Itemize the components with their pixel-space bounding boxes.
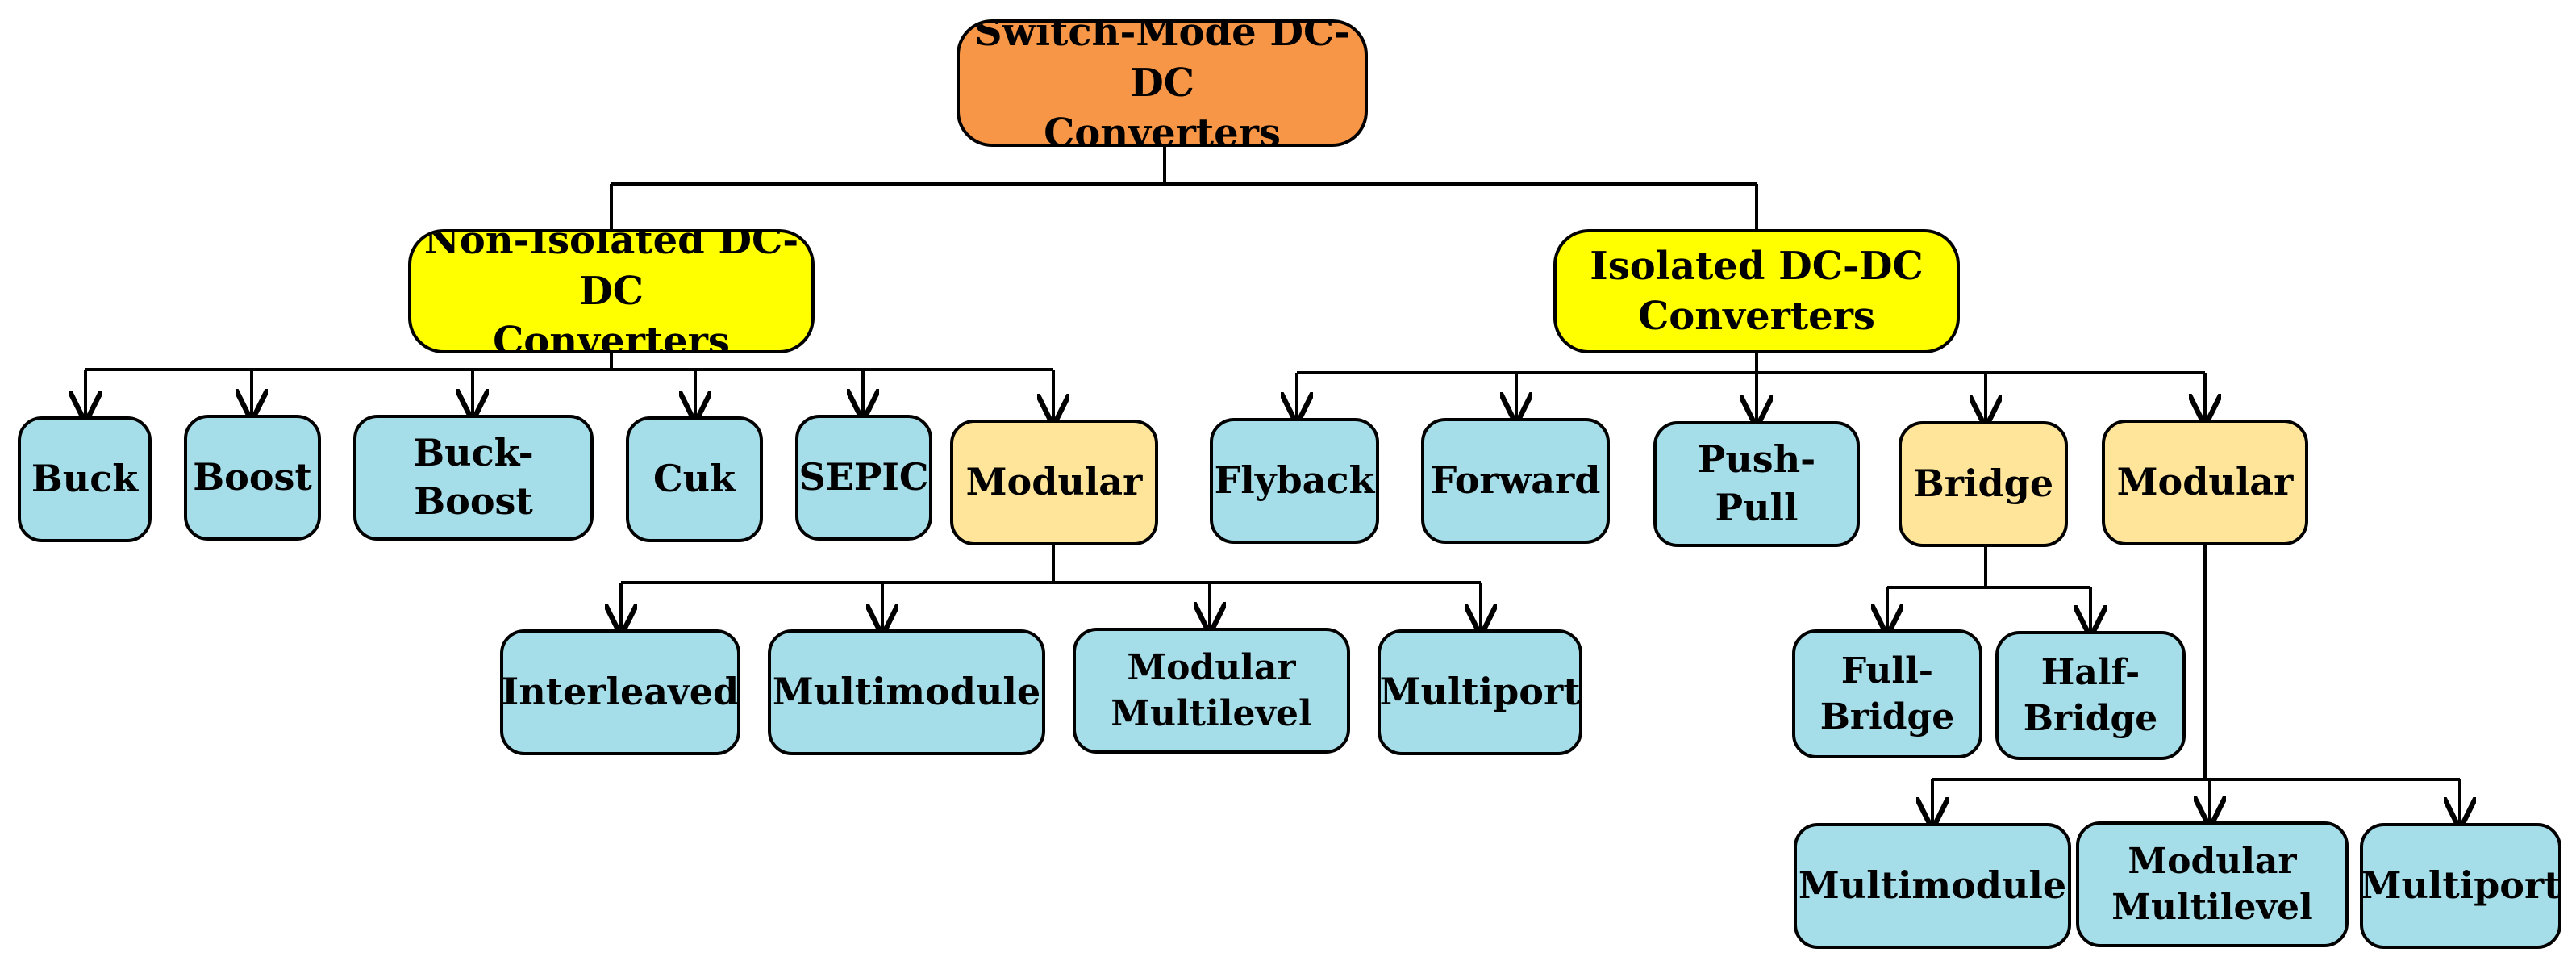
isolated-node: Isolated DC-DC Converters (1553, 229, 1960, 353)
ni-modular-multilevel-node: Modular Multilevel (1073, 628, 1350, 754)
interleaved-node: Interleaved (500, 629, 740, 755)
flyback-node: Flyback (1210, 418, 1379, 544)
isolated-label: Isolated DC-DC Converters (1590, 243, 1924, 339)
ni-multiport-label: Multiport (1379, 670, 1581, 714)
cuk-node: Cuk (626, 416, 763, 542)
ni-multimodule-label: Multimodule (772, 670, 1041, 714)
ni-multiport-node: Multiport (1378, 629, 1582, 755)
buck-boost-node: Buck-Boost (353, 415, 594, 541)
full-bridge-node: Full- Bridge (1792, 629, 1982, 758)
buck-label: Buck (31, 457, 139, 501)
buck-boost-label: Buck-Boost (413, 431, 534, 523)
non-isolated-modular-node: Modular (950, 420, 1158, 545)
root-node: Switch-Mode DC-DC Converters (957, 19, 1368, 147)
flyback-label: Flyback (1214, 458, 1375, 503)
boost-label: Boost (193, 455, 312, 499)
half-bridge-node: Half- Bridge (1995, 631, 2186, 760)
iso-multimodule-node: Multimodule (1794, 823, 2071, 949)
non-isolated-label: Non-Isolated DC-DC Converters (423, 229, 799, 353)
full-bridge-label: Full- Bridge (1819, 650, 1955, 737)
forward-node: Forward (1421, 418, 1610, 544)
sepic-node: SEPIC (795, 415, 932, 541)
push-pull-node: Push-Pull (1653, 421, 1860, 547)
iso-multiport-label: Multiport (2360, 863, 2561, 908)
non-isolated-node: Non-Isolated DC-DC Converters (408, 229, 815, 353)
ni-multimodule-node: Multimodule (768, 629, 1045, 755)
isolated-modular-label: Modular (2116, 460, 2294, 504)
iso-multimodule-label: Multimodule (1798, 863, 2067, 908)
isolated-modular-node: Modular (2102, 420, 2308, 545)
push-pull-label: Push-Pull (1697, 437, 1816, 529)
iso-modular-multilevel-label: Modular Multilevel (2111, 840, 2313, 928)
cuk-label: Cuk (653, 457, 736, 501)
half-bridge-label: Half- Bridge (2023, 651, 2158, 739)
ni-modular-multilevel-label: Modular Multilevel (1111, 646, 1312, 734)
interleaved-label: Interleaved (501, 670, 740, 714)
root-label: Switch-Mode DC-DC Converters (973, 19, 1351, 147)
forward-label: Forward (1430, 458, 1601, 503)
iso-multiport-node: Multiport (2360, 823, 2561, 949)
bridge-label: Bridge (1912, 462, 2054, 506)
sepic-label: SEPIC (798, 455, 929, 499)
non-isolated-modular-label: Modular (965, 460, 1143, 504)
iso-modular-multilevel-node: Modular Multilevel (2076, 821, 2349, 947)
boost-node: Boost (184, 415, 321, 541)
bridge-node: Bridge (1899, 421, 2068, 547)
buck-node: Buck (18, 416, 152, 542)
